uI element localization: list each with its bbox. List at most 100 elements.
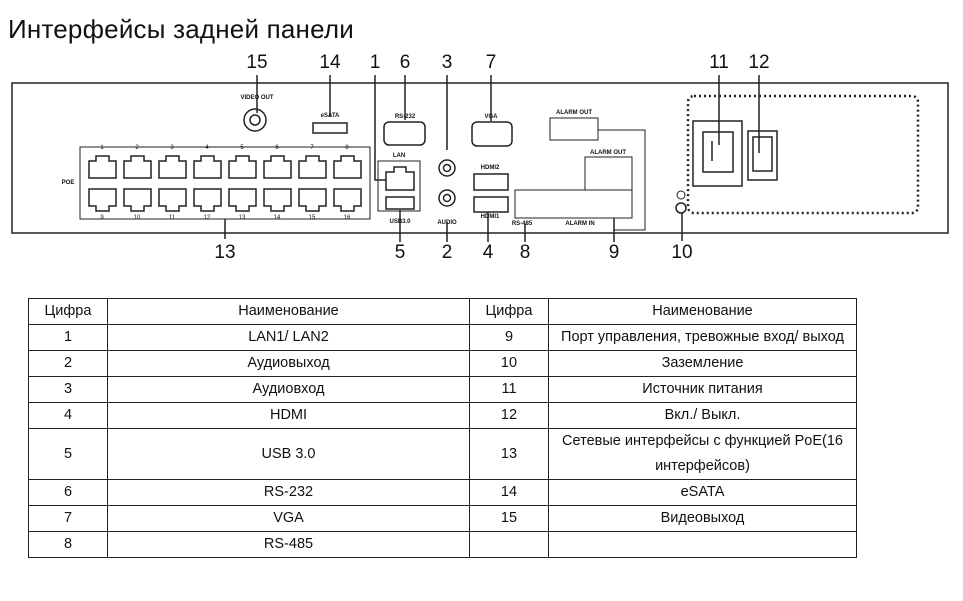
port-number: 12 (203, 215, 211, 221)
poe-port (228, 188, 257, 212)
callout-5: 5 (394, 242, 406, 263)
alarm-out-block-1 (549, 117, 599, 141)
port-number: 15 (308, 215, 316, 221)
cell-name: Аудиовход (107, 376, 470, 403)
vga-port (471, 121, 513, 147)
label-hdmi1: HDMI1 (480, 214, 500, 220)
cell-name: Сетевые интерфейсы с функцией PoE(16 инт… (548, 428, 857, 480)
poe-port (158, 155, 187, 179)
port-number: 11 (168, 215, 176, 221)
callout-7: 7 (485, 52, 497, 73)
poe-ports (88, 155, 362, 212)
port-number: 16 (343, 215, 351, 221)
port-number: 3 (170, 145, 174, 151)
header-name: Наименование (548, 298, 857, 325)
port-number: 7 (310, 145, 314, 151)
cell-name: USB 3.0 (107, 428, 470, 480)
cell-number: 1 (28, 324, 108, 351)
label-poe: POE (61, 180, 75, 186)
callout-8: 8 (519, 242, 531, 263)
callout-6: 6 (399, 52, 411, 73)
poe-port (123, 155, 152, 179)
label-hdmi2: HDMI2 (480, 165, 500, 171)
cell-name: Заземление (548, 350, 857, 377)
cell-name: RS-485 (107, 531, 470, 558)
table-header-row: Цифра Наименование Цифра Наименование (28, 298, 857, 325)
poe-port (298, 155, 327, 179)
header-name: Наименование (107, 298, 470, 325)
rs232-port (383, 121, 426, 146)
cell-number: 12 (469, 402, 549, 429)
label-audio: AUDIO (437, 220, 457, 226)
cell-name: Вкл./ Выкл. (548, 402, 857, 429)
port-number: 4 (205, 145, 209, 151)
header-number: Цифра (469, 298, 549, 325)
rear-panel-drawing (11, 75, 949, 242)
callout-14: 14 (319, 52, 341, 73)
poe-port (193, 155, 222, 179)
cell-number: 2 (28, 350, 108, 377)
port-number: 8 (345, 145, 349, 151)
label-alarm-out-2: ALARM OUT (590, 150, 626, 156)
cell-number: 6 (28, 479, 108, 506)
poe-port (333, 188, 362, 212)
label-usb: USB3.0 (389, 219, 411, 225)
callout-13: 13 (214, 242, 236, 263)
cell-number: 7 (28, 505, 108, 532)
port-number: 5 (240, 145, 244, 151)
poe-port (193, 188, 222, 212)
label-rs232: RS-232 (394, 114, 416, 120)
cell-name: RS-232 (107, 479, 470, 506)
usb-port (385, 196, 415, 210)
audio-in-jack (438, 159, 456, 177)
label-alarm-out-1: ALARM OUT (556, 110, 592, 116)
cell-name: Порт управления, тревожные вход/ выход (548, 324, 857, 351)
cell-name: eSATA (548, 479, 857, 506)
cell-name: Источник питания (548, 376, 857, 403)
callout-4: 4 (482, 242, 494, 263)
label-video-out: VIDEO OUT (240, 95, 274, 101)
panel-outline (11, 82, 949, 234)
callout-15: 15 (246, 52, 268, 73)
cell-number: 10 (469, 350, 549, 377)
label-lan: LAN (392, 153, 406, 159)
cell-number (469, 531, 549, 558)
psu-vent (686, 94, 920, 215)
poe-port (228, 155, 257, 179)
esata-port (312, 122, 348, 134)
port-number: 2 (135, 145, 139, 151)
alarm-out-block-2 (584, 156, 633, 191)
audio-out-jack (438, 189, 456, 207)
hdmi2-port (473, 173, 509, 191)
poe-port (263, 188, 292, 212)
poe-port (298, 188, 327, 212)
cell-name: Видеовыход (548, 505, 857, 532)
page-title: Интерфейсы задней панели (8, 14, 354, 44)
cell-name: VGA (107, 505, 470, 532)
cell-number: 9 (469, 324, 549, 351)
poe-port (333, 155, 362, 179)
hdmi1-port (473, 196, 509, 213)
alarm-in-block (514, 189, 633, 219)
cell-number: 15 (469, 505, 549, 532)
cell-number: 11 (469, 376, 549, 403)
cell-name: Аудиовыход (107, 350, 470, 377)
poe-port (88, 188, 117, 212)
poe-port (158, 188, 187, 212)
callout-12: 12 (748, 52, 770, 73)
callout-lines (224, 75, 760, 242)
callout-11: 11 (709, 52, 729, 73)
cell-name: LAN1/ LAN2 (107, 324, 470, 351)
cell-number: 3 (28, 376, 108, 403)
cell-number: 8 (28, 531, 108, 558)
rear-panel-diagram: 15 14 1 6 3 7 11 12 13 5 2 4 8 9 10 VIDE… (0, 0, 963, 270)
bnc-connector (243, 108, 267, 132)
